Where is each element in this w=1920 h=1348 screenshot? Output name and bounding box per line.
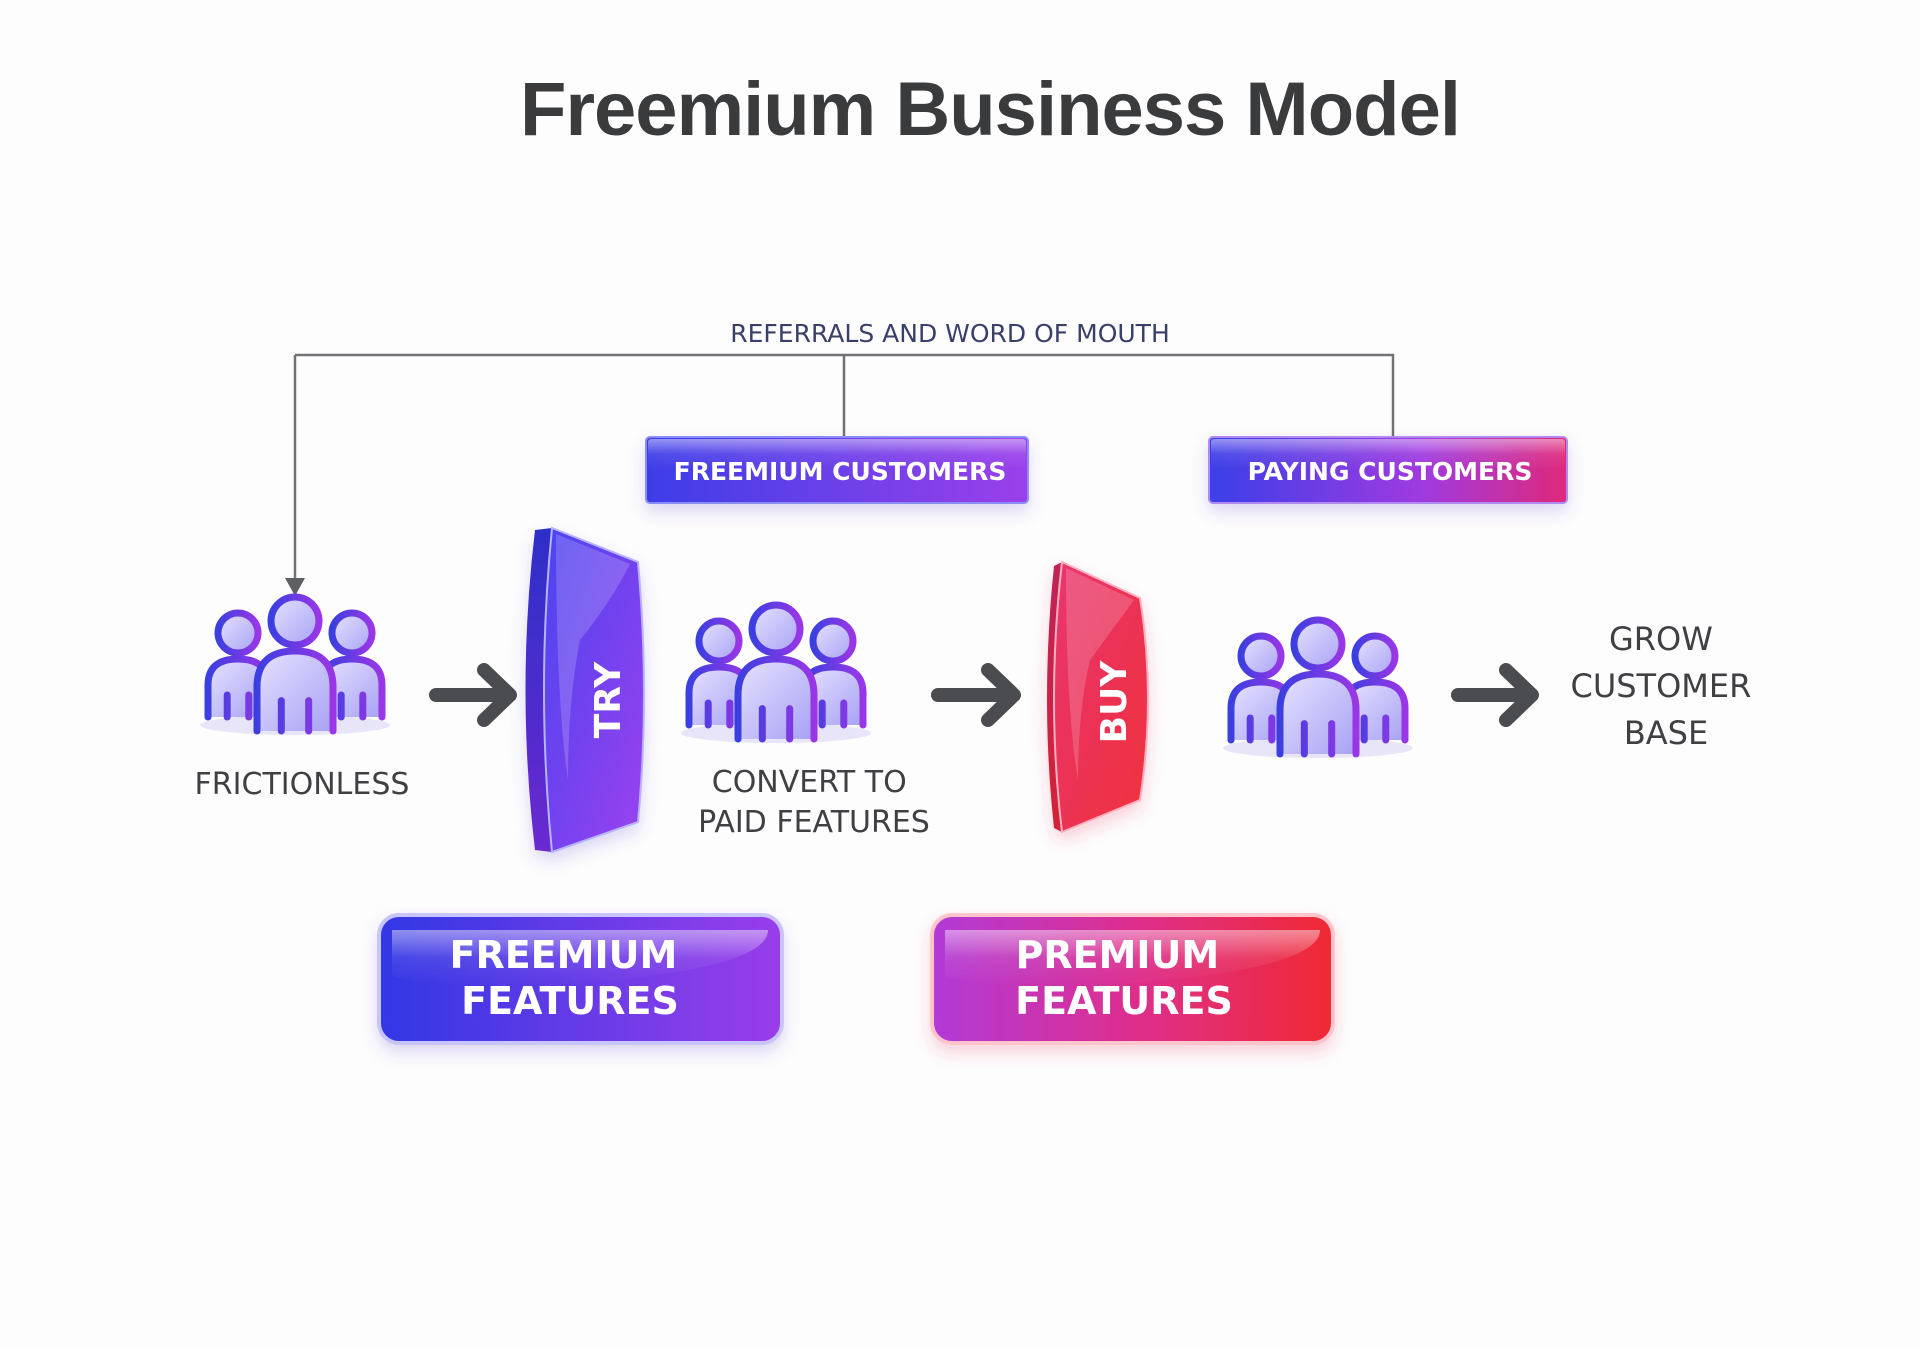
referrals-label: REFERRALS AND WORD OF MOUTH xyxy=(730,319,1170,348)
paying-customers-tag: PAYING CUSTOMERS xyxy=(1208,436,1568,504)
person-center xyxy=(1276,616,1360,758)
person-left xyxy=(1227,632,1295,744)
paying-customers-label: PAYING CUSTOMERS xyxy=(1248,457,1533,486)
person-center xyxy=(734,601,818,743)
page-title: Freemium Business Model xyxy=(520,67,1461,152)
grow-label-line: GROW xyxy=(1609,620,1713,658)
try-gate: TRY xyxy=(525,526,645,854)
freemium-features-line: FREEMIUM xyxy=(450,933,678,977)
svg-text:PREMIUM FEATURES: PREMIUM FEATURES xyxy=(1015,933,1233,1023)
person-right xyxy=(1341,632,1409,744)
person-right xyxy=(318,609,386,721)
people-group-icon xyxy=(1223,616,1413,758)
buy-gate: BUY xyxy=(1047,560,1149,834)
referral-lines xyxy=(293,353,1395,578)
premium-features-line: FEATURES xyxy=(1015,979,1233,1023)
grow-label-line: CUSTOMER xyxy=(1570,667,1751,705)
referral-arrowhead xyxy=(285,578,305,596)
convert-label: CONVERT TO PAID FEATURES xyxy=(698,765,930,840)
premium-features-line: PREMIUM xyxy=(1016,933,1220,977)
arrow-right-icon xyxy=(931,663,1021,727)
grow-label: GROW CUSTOMER BASE xyxy=(1570,620,1761,752)
freemium-customers-label: FREEMIUM CUSTOMERS xyxy=(674,457,1007,486)
frictionless-label: FRICTIONLESS xyxy=(195,767,410,802)
referral-top-line xyxy=(295,353,1395,437)
freemium-features-panel: FREEMIUM FEATURES xyxy=(377,913,784,1045)
buy-label: BUY xyxy=(1094,660,1135,744)
person-left xyxy=(204,609,272,721)
grow-label-line: BASE xyxy=(1624,714,1708,752)
svg-text:FREEMIUM FEATURES: FREEMIUM FEATURES xyxy=(450,933,691,1023)
person-center xyxy=(253,593,337,735)
freemium-features-line: FEATURES xyxy=(461,979,679,1023)
convert-label-line: PAID FEATURES xyxy=(698,805,930,840)
person-right xyxy=(799,617,867,729)
try-label: TRY xyxy=(588,661,629,738)
arrow-right-icon xyxy=(1451,663,1539,727)
premium-features-panel: PREMIUM FEATURES xyxy=(930,913,1335,1045)
convert-label-line: CONVERT TO xyxy=(712,765,907,800)
people-group-icon xyxy=(200,593,390,735)
person-left xyxy=(685,617,753,729)
people-group-icon xyxy=(681,601,871,743)
arrow-right-icon xyxy=(429,663,517,727)
freemium-customers-tag: FREEMIUM CUSTOMERS xyxy=(645,436,1029,504)
